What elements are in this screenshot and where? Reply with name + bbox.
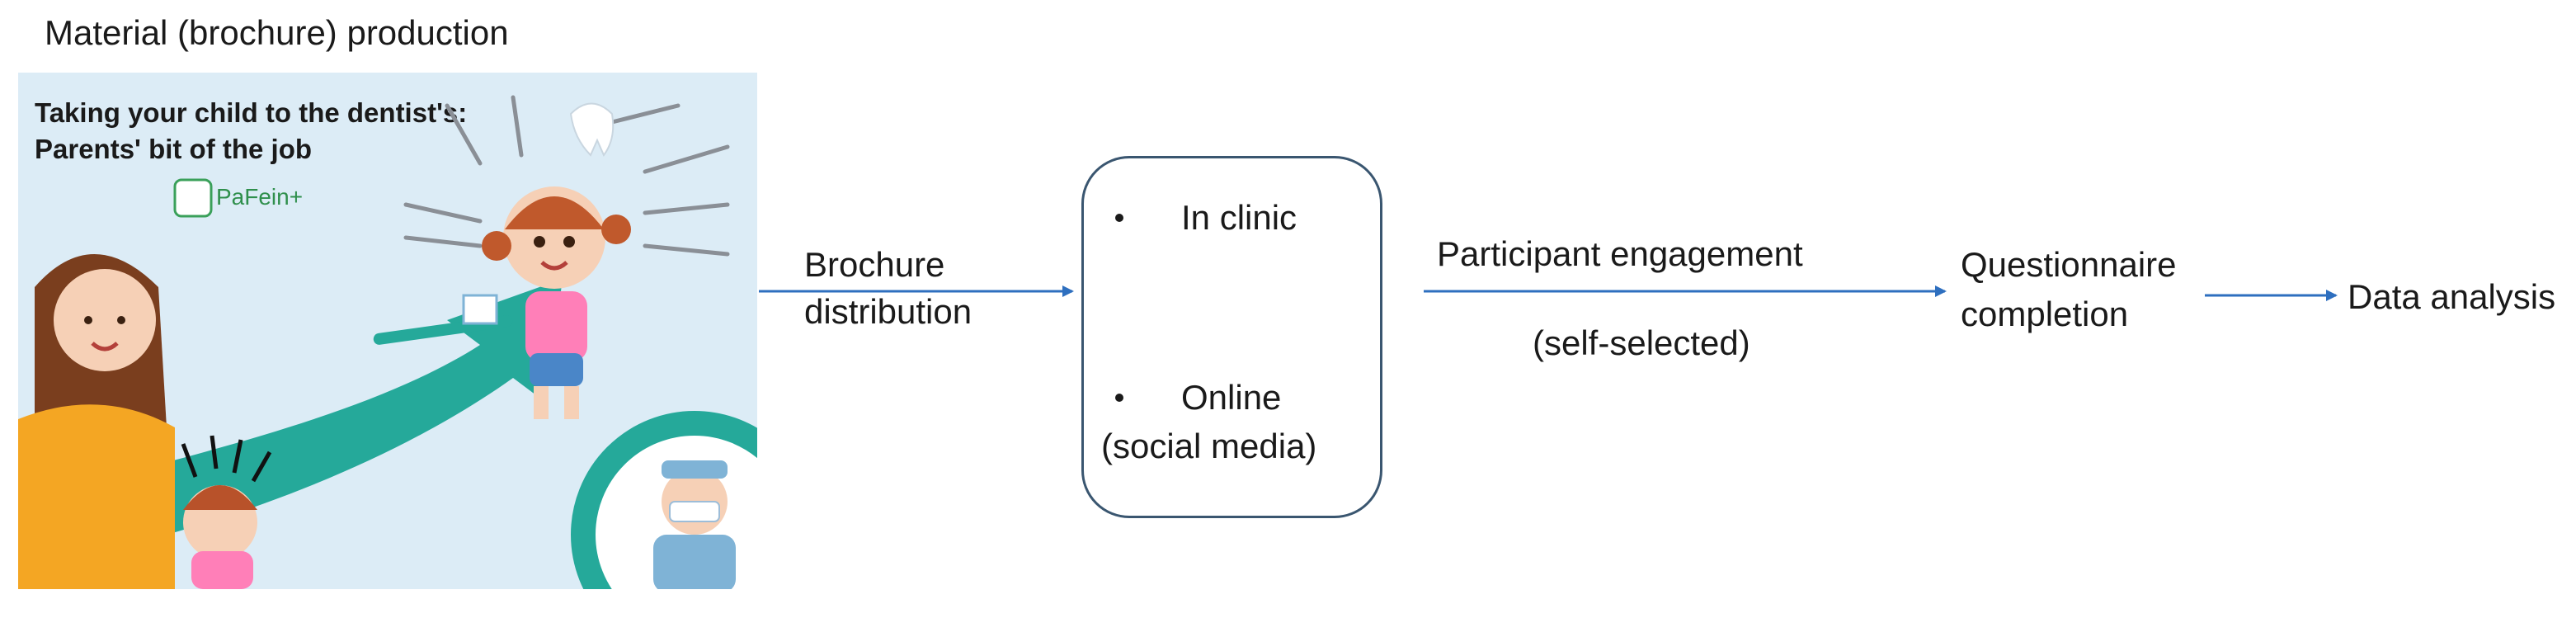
channels-box: [1081, 156, 1382, 518]
tooth-icon: [569, 102, 615, 157]
channel-in-clinic: In clinic: [1181, 198, 1297, 237]
questionnaire-label-1: Questionnaire: [1961, 245, 2177, 284]
data-analysis-label: Data analysis: [2348, 277, 2556, 316]
brochure-headline-2: Parents' bit of the job: [35, 134, 312, 164]
scared-child-icon: [181, 435, 272, 589]
engagement-label: Participant engagement: [1437, 234, 1803, 273]
mother-figure-icon: [18, 254, 175, 589]
channel-online: Online: [1181, 378, 1282, 417]
bullet-online: [1115, 394, 1123, 402]
brochure-image: Taking your child to the dentist's: Pare…: [18, 73, 757, 589]
stage-title: Material (brochure) production: [45, 13, 509, 52]
distribution-label-2: distribution: [804, 292, 972, 331]
brochure-illustration: Taking your child to the dentist's: Pare…: [18, 73, 757, 589]
pafein-logo: PaFein+: [173, 178, 303, 218]
toothbrush-icon: [373, 294, 513, 345]
engagement-sublabel: (self-selected): [1533, 323, 1750, 362]
dental-tools-icon: [403, 95, 730, 257]
channel-online-sub: (social media): [1101, 427, 1317, 465]
happy-girl-icon: [482, 186, 631, 419]
bullet-in-clinic: [1115, 214, 1123, 222]
questionnaire-label-2: completion: [1961, 295, 2129, 333]
logo-name: PaFein+: [216, 184, 303, 210]
distribution-label-1: Brochure: [804, 245, 945, 284]
brochure-headline-1: Taking your child to the dentist's:: [35, 97, 467, 128]
dentist-circle-icon: [571, 411, 757, 589]
